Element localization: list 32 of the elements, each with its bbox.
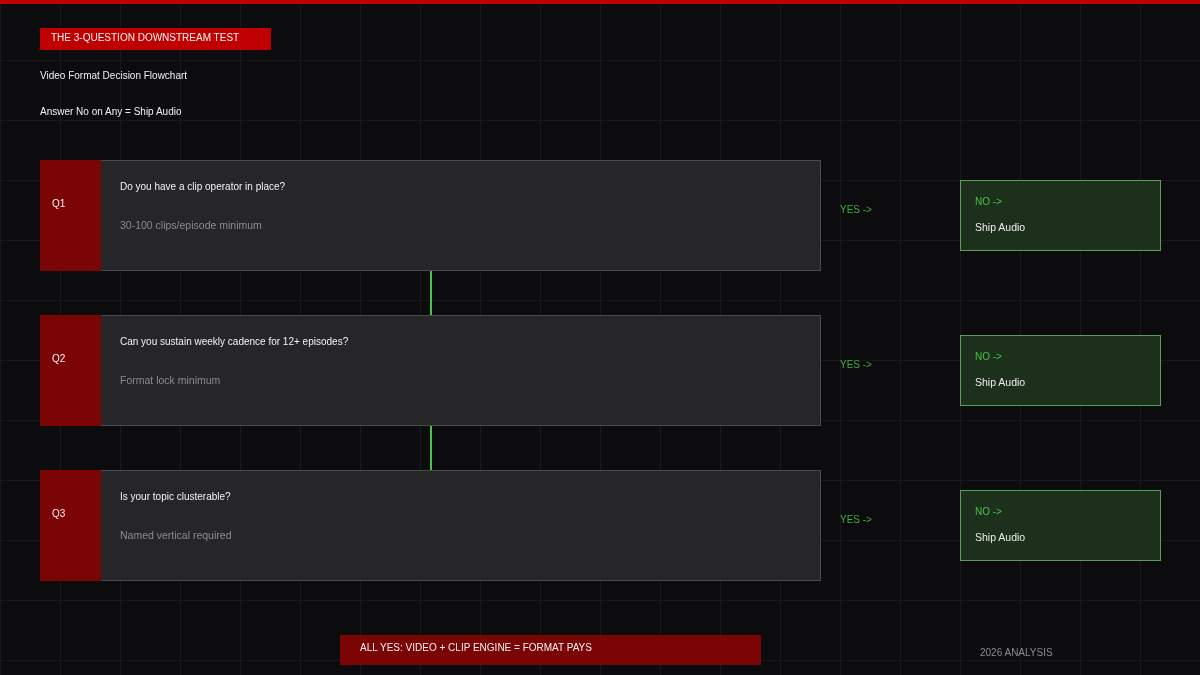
subtitle: Video Format Decision Flowchart [40, 69, 188, 83]
requirement-note: 30-100 clips/episode minimum [120, 218, 262, 232]
branch-label: YES -> [840, 513, 872, 527]
question-text: Is your topic clusterable? [120, 490, 231, 504]
outcome-box [960, 490, 1161, 561]
connector-line [430, 425, 432, 471]
branch-label: YES -> [840, 203, 872, 217]
outcome-box [960, 180, 1161, 251]
question-number: Q1 [40, 160, 101, 271]
result-text: ALL YES: VIDEO + CLIP ENGINE = FORMAT PAYS [360, 641, 592, 655]
year-note: 2026 ANALYSIS [980, 646, 1053, 660]
branch-label: YES -> [840, 358, 872, 372]
outcome-text: Ship Audio [975, 375, 1026, 389]
answer-tag: NO -> [975, 350, 1002, 364]
outcome-box [960, 335, 1161, 406]
question-card [40, 160, 821, 271]
instruction-note: Answer No on Any = Ship Audio [40, 105, 182, 119]
question-card [40, 315, 821, 426]
question-number: Q2 [40, 315, 101, 426]
question-card [40, 470, 821, 581]
title-banner: THE 3-QUESTION DOWNSTREAM TEST [40, 28, 271, 50]
requirement-note: Format lock minimum [120, 373, 221, 387]
answer-tag: NO -> [975, 505, 1002, 519]
connector-line [430, 270, 432, 316]
outcome-text: Ship Audio [975, 220, 1026, 234]
requirement-note: Named vertical required [120, 528, 232, 542]
question-number: Q3 [40, 470, 101, 581]
question-text: Do you have a clip operator in place? [120, 180, 286, 194]
outcome-text: Ship Audio [975, 530, 1026, 544]
question-text: Can you sustain weekly cadence for 12+ episodes? [120, 335, 349, 349]
result-banner [340, 635, 761, 665]
answer-tag: NO -> [975, 195, 1002, 209]
